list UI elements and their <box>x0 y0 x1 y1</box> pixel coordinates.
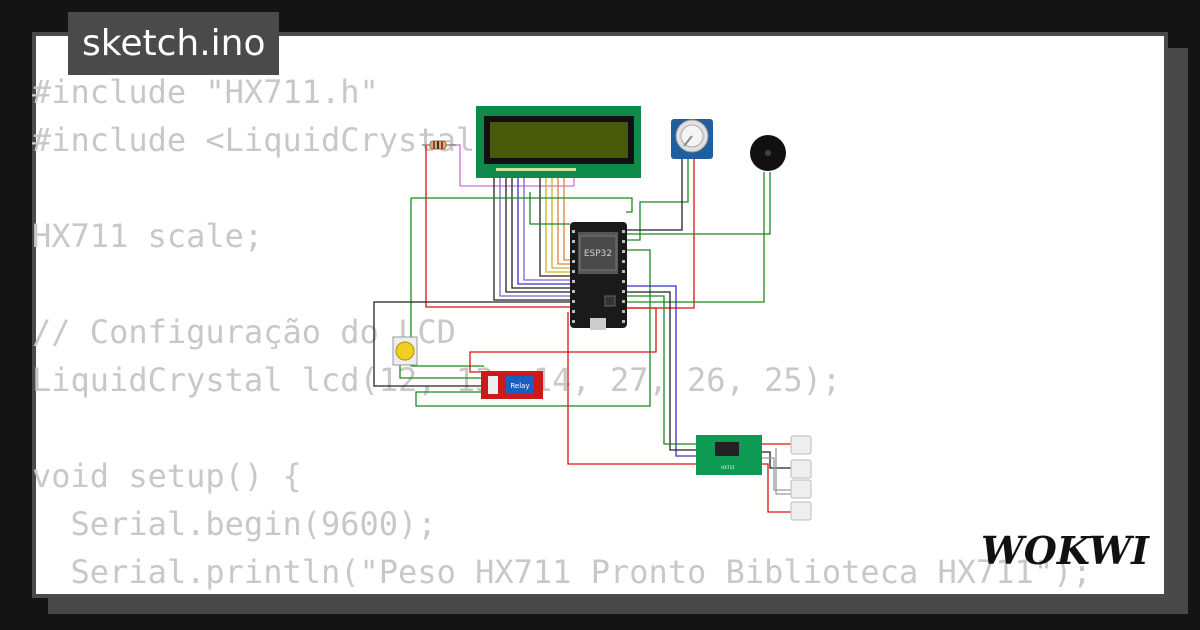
wire <box>425 145 570 308</box>
code-line: Serial.begin(9600); <box>32 505 437 543</box>
lcd-display[interactable] <box>476 106 641 178</box>
wire <box>551 172 570 269</box>
push-button[interactable] <box>392 336 418 366</box>
wire <box>760 451 796 469</box>
wire <box>410 198 484 367</box>
esp32-label: ESP32 <box>584 249 612 259</box>
wire <box>626 295 700 445</box>
code-line: #include "HX711.h" <box>32 73 379 111</box>
code-line: void setup() { <box>32 457 302 495</box>
wire <box>505 172 570 293</box>
code-line: // Configuração do LCD <box>32 313 456 351</box>
wire <box>545 172 570 273</box>
wire <box>626 172 765 303</box>
code-preview: #include "HX711.h"#include <LiquidCrysta… <box>32 68 1092 596</box>
sketch-filename-tab: sketch.ino <box>68 12 280 75</box>
wires <box>373 144 796 513</box>
wire <box>760 457 796 491</box>
wire <box>626 285 700 457</box>
wokwi-logo-text: WOKWI <box>981 528 1150 573</box>
wire <box>557 172 570 265</box>
load-cells[interactable] <box>790 435 812 521</box>
code-line: HX711 scale; <box>32 217 264 255</box>
wire <box>529 192 570 225</box>
wire <box>411 197 633 213</box>
buzzer[interactable] <box>750 135 786 171</box>
resistor[interactable] <box>422 140 456 150</box>
wire <box>775 448 796 495</box>
wire <box>493 172 570 301</box>
wire <box>760 463 796 513</box>
wire <box>626 158 689 241</box>
wire <box>626 291 700 451</box>
wire <box>399 364 484 379</box>
wire <box>626 158 683 231</box>
wire <box>567 312 700 465</box>
wire <box>415 249 651 407</box>
wire <box>539 172 570 277</box>
wire <box>373 301 570 387</box>
wokwi-logo: WOKWI <box>981 528 1150 573</box>
esp32-board[interactable]: ESP32 <box>570 222 627 330</box>
hx711-label: HX711 <box>721 465 735 470</box>
potentiometer[interactable] <box>671 119 713 159</box>
relay-label: Relay <box>510 382 529 390</box>
wire <box>511 172 570 289</box>
wire <box>469 307 657 373</box>
hx711-module[interactable]: HX711 <box>696 435 762 475</box>
wire <box>517 172 570 285</box>
wire <box>452 144 575 187</box>
wire <box>499 172 570 297</box>
code-line: Serial.println("Peso HX711 Pronto Biblio… <box>32 553 1092 591</box>
relay-module[interactable]: Relay <box>481 371 543 399</box>
wire <box>626 172 771 235</box>
wire <box>563 172 570 261</box>
wire <box>523 172 570 281</box>
